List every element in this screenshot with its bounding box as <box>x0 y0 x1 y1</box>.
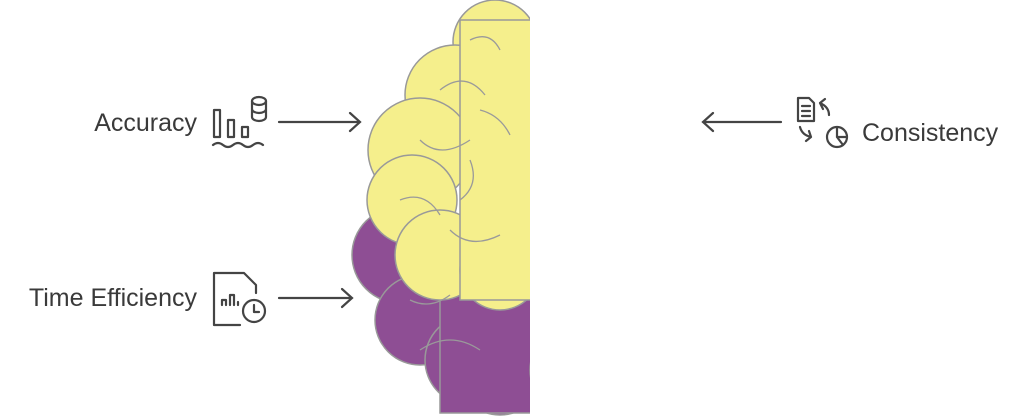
bar-chart-database-icon <box>211 95 268 149</box>
consistency-arrow <box>701 111 783 133</box>
left-brain-folds <box>399 36 511 351</box>
right-lower-lobe <box>529 206 530 416</box>
right-hemisphere <box>529 0 708 416</box>
document-pie-cycle-icon <box>796 96 849 149</box>
consistency-label: Consistency <box>862 119 999 147</box>
accuracy-label: Accuracy <box>94 109 197 137</box>
time-efficiency-arrow <box>277 287 354 309</box>
time-efficiency-label: Time Efficiency <box>29 284 198 312</box>
left-hemisphere <box>351 0 530 416</box>
accuracy-arrow <box>277 111 362 133</box>
right-brain-folds <box>565 37 675 350</box>
right-upper-lobe <box>535 0 708 310</box>
report-clock-icon <box>212 271 267 327</box>
